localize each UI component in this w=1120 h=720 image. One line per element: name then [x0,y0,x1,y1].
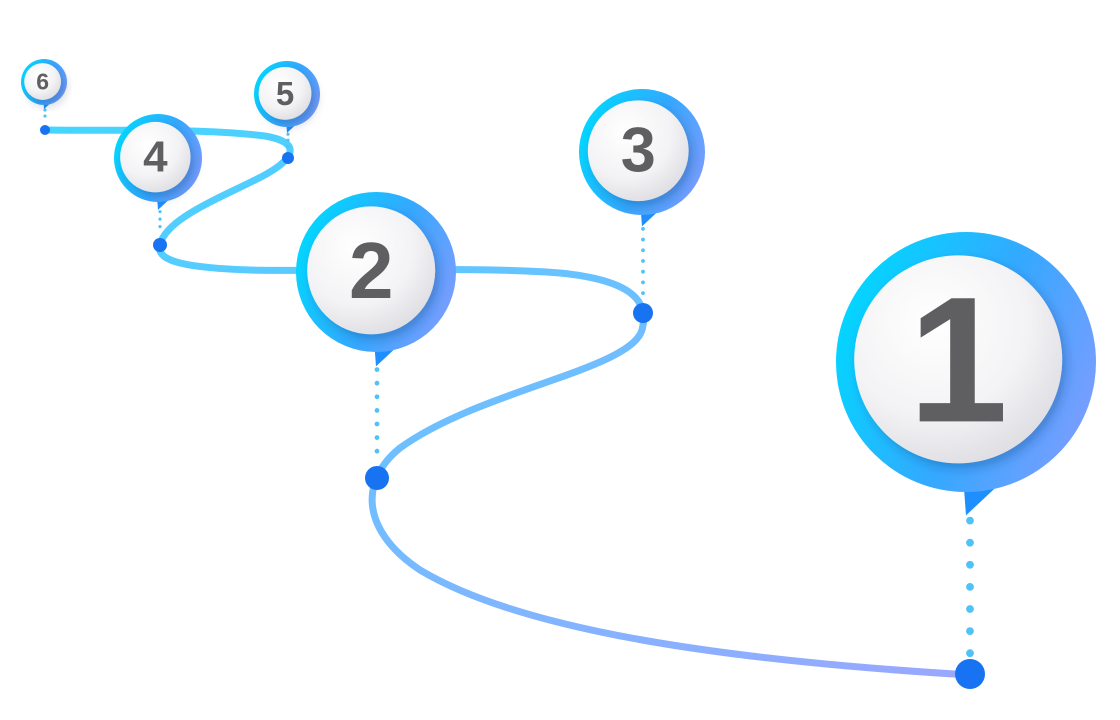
pin-disc [258,66,312,120]
connector-dot [641,237,645,242]
pin-disc [854,255,1063,464]
connector-dot [966,583,974,591]
pin-4: 4 [114,114,202,252]
route-node [955,659,985,689]
connector-dot [286,144,290,148]
connector-dot [374,435,380,440]
pin-disc [587,100,689,202]
connector-dot [43,108,47,112]
connector-dot [158,217,162,221]
route-node [153,238,167,252]
connector-dot [374,394,380,400]
step-number: 3 [621,116,656,186]
connector-dot [966,649,974,658]
connector-dot [641,280,645,285]
route-path [41,126,974,679]
connector-dot [966,516,974,525]
pin-5: 5 [254,61,320,164]
pin-disc [24,63,62,100]
connector-dot [966,538,974,547]
step-number: 2 [349,226,394,315]
connector-dot [641,269,645,274]
pin-2: 2 [296,192,456,490]
pin-disc [307,206,436,335]
step-number: 6 [36,69,49,95]
pin-disc [120,121,191,193]
pin-3: 3 [579,89,705,323]
connector-dot [641,291,645,296]
connector-dot [158,225,162,229]
connector-dot [286,138,290,142]
connector-dot [641,226,645,231]
connector-dot [641,248,645,253]
route-node [633,303,653,323]
connector-dot [966,605,974,613]
connector-dot [374,421,380,427]
pin-6: 6 [21,59,67,135]
connector-dot [286,132,290,136]
pin-1: 1 [836,232,1096,689]
step-number: 4 [143,133,168,182]
connector-dot [966,627,974,635]
route-node [40,125,50,135]
connector-dot [374,367,380,372]
connector-dot [374,408,380,413]
connector-dot [43,114,47,118]
route-node [365,466,389,490]
connector-dot [374,448,380,454]
step-number: 5 [276,75,294,112]
step-number: 1 [908,259,1008,459]
connector-dot [641,259,645,263]
connector-dot [966,560,974,569]
connector-dot [158,210,162,214]
connector-dot [374,380,380,386]
route-node [282,152,294,164]
